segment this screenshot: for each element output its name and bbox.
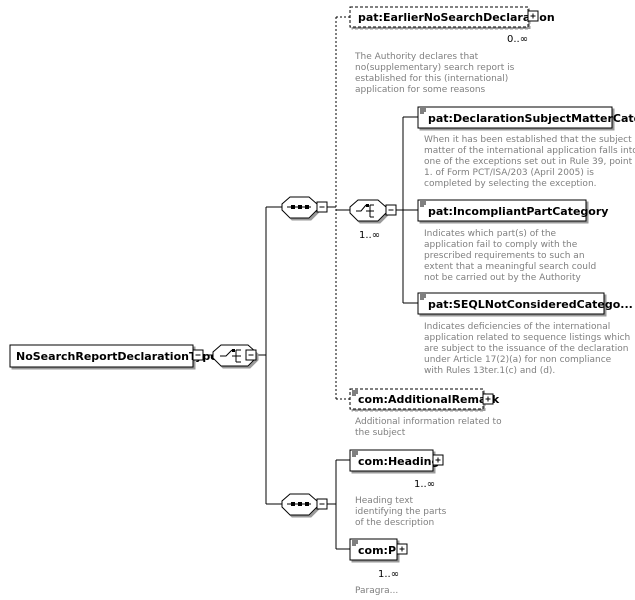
heading-label: com:Heading bbox=[358, 455, 439, 468]
element-incompliant-part-category[interactable]: pat:IncompliantPartCategory bbox=[418, 200, 608, 221]
p-occurrence: 1..∞ bbox=[378, 569, 399, 580]
element-no-search-report-declaration-type[interactable]: NoSearchReportDeclarationType bbox=[10, 345, 218, 367]
earlier-occurrence: 0..∞ bbox=[507, 34, 528, 45]
remark-documentation: Additional information related to the su… bbox=[355, 417, 504, 438]
seql-documentation: Indicates deficiencies of the internatio… bbox=[424, 322, 633, 376]
sequence-2-collapse-toggle[interactable] bbox=[317, 499, 327, 509]
choice-occurrence: 1..∞ bbox=[359, 230, 380, 241]
seql-label: pat:SEQLNotConsideredCatego... bbox=[428, 298, 633, 311]
earlier-documentation: The Authority declares that no(supplemen… bbox=[354, 52, 517, 95]
subject-label: pat:DeclarationSubjectMatterCate... bbox=[428, 112, 635, 125]
sequence-compositor-2-icon bbox=[282, 494, 317, 515]
root-collapse-toggle[interactable] bbox=[193, 350, 203, 360]
incompliant-documentation: Indicates which part(s) of the applicati… bbox=[424, 229, 599, 283]
heading-documentation: Heading text identifying the parts of th… bbox=[355, 496, 449, 528]
heading-expand-toggle[interactable] bbox=[433, 455, 443, 465]
sequence-collapse-toggle[interactable] bbox=[317, 202, 327, 212]
heading-occurrence: 1..∞ bbox=[414, 479, 435, 490]
sequence-compositor-icon bbox=[282, 197, 317, 218]
p-expand-toggle[interactable] bbox=[397, 544, 407, 554]
subject-documentation: When it has been established that the su… bbox=[424, 135, 635, 189]
element-earlier-no-search-declaration[interactable]: pat:EarlierNoSearchDeclaration bbox=[350, 7, 555, 27]
earlier-expand-toggle[interactable] bbox=[528, 11, 538, 21]
root-label: NoSearchReportDeclarationType bbox=[16, 350, 218, 363]
p-documentation: Paragra... bbox=[355, 586, 398, 596]
element-seql-not-considered-category[interactable]: pat:SEQLNotConsideredCatego... bbox=[418, 293, 633, 314]
element-heading[interactable]: com:Heading bbox=[350, 450, 439, 471]
p-label: com:P bbox=[358, 544, 396, 557]
nested-choice-collapse-toggle[interactable] bbox=[386, 205, 396, 215]
nested-choice-compositor-icon bbox=[350, 200, 386, 221]
earlier-label: pat:EarlierNoSearchDeclaration bbox=[358, 11, 555, 24]
element-additional-remark[interactable]: com:AdditionalRemark bbox=[350, 389, 500, 409]
incompliant-label: pat:IncompliantPartCategory bbox=[428, 205, 608, 218]
remark-expand-toggle[interactable] bbox=[483, 394, 493, 404]
remark-label: com:AdditionalRemark bbox=[358, 393, 500, 406]
choice-collapse-toggle[interactable] bbox=[246, 350, 256, 360]
element-p[interactable]: com:P bbox=[350, 539, 397, 560]
element-declaration-subject-matter-category[interactable]: pat:DeclarationSubjectMatterCate... bbox=[418, 107, 635, 128]
